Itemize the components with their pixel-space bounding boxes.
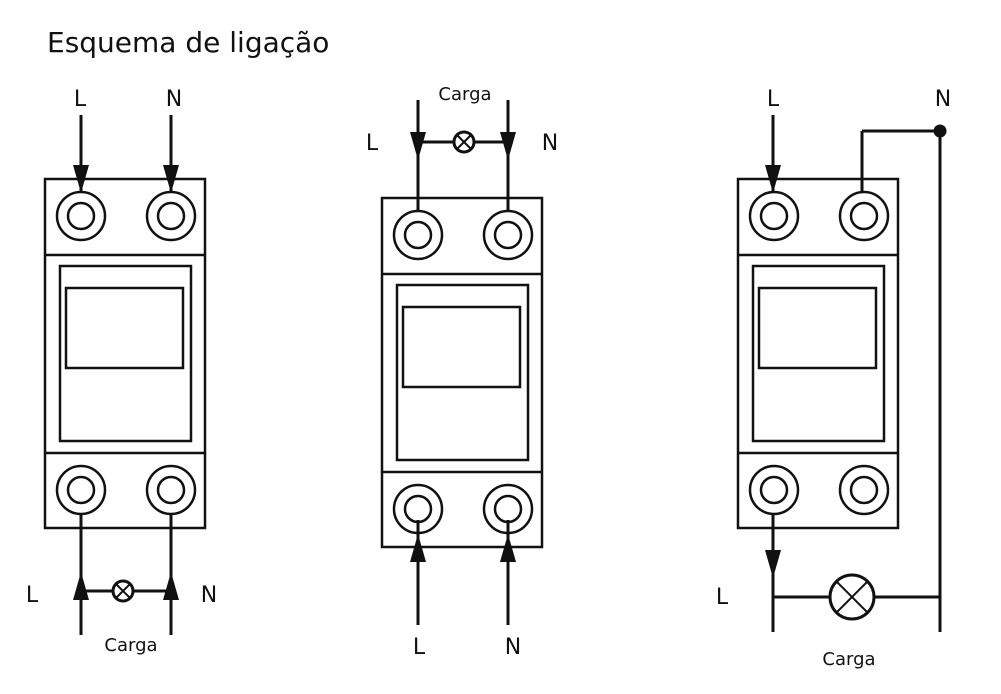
display-frame [58,264,193,443]
d2-top-label-l: L [366,131,379,156]
arrow-icon [765,165,781,193]
d1-bottom-label-l: L [26,583,39,608]
arrow-icon [765,550,781,578]
d3-top-label-l: L [767,87,780,112]
terminal-screw-icon [145,464,197,516]
breaker-device-1 [43,177,207,530]
device-body [43,177,207,530]
display-screen [401,305,522,389]
breaker-device-3 [736,177,900,530]
d3-top-label-n: N [935,87,951,112]
d1-top-label-n: N [166,87,182,112]
arrow-icon [410,534,426,562]
d1-load-label: Carga [104,635,157,656]
breaker-device-2 [380,196,544,549]
d2-bottom-label-n: N [505,635,521,660]
display-frame [751,264,886,443]
arrow-icon [73,165,89,193]
d2-load-label: Carga [438,84,491,105]
arrow-icon [163,572,179,600]
arrow-icon [73,572,89,600]
d1-top-label-l: L [74,87,87,112]
diagram-title: Esquema de ligação [47,26,330,59]
arrow-icon [163,165,179,193]
arrow-icon [500,534,516,562]
junction-dot [933,124,947,138]
device-body [736,177,900,530]
arrow-icon [500,132,516,160]
d2-top-label-n: N [542,131,558,156]
arrow-icon [410,132,426,160]
terminal-screw-icon [748,464,800,516]
d1-bottom-label-n: N [201,583,217,608]
display-frame [395,283,530,462]
d3-bottom-label-l: L [716,585,729,610]
terminal-screw-icon [838,464,890,516]
d2-bottom-label-l: L [413,635,426,660]
device-body [380,196,544,549]
d3-load-label: Carga [822,649,875,670]
terminal-screw-icon [838,190,890,242]
display-screen [757,286,878,370]
display-screen [64,286,185,370]
terminal-screw-icon [55,464,107,516]
